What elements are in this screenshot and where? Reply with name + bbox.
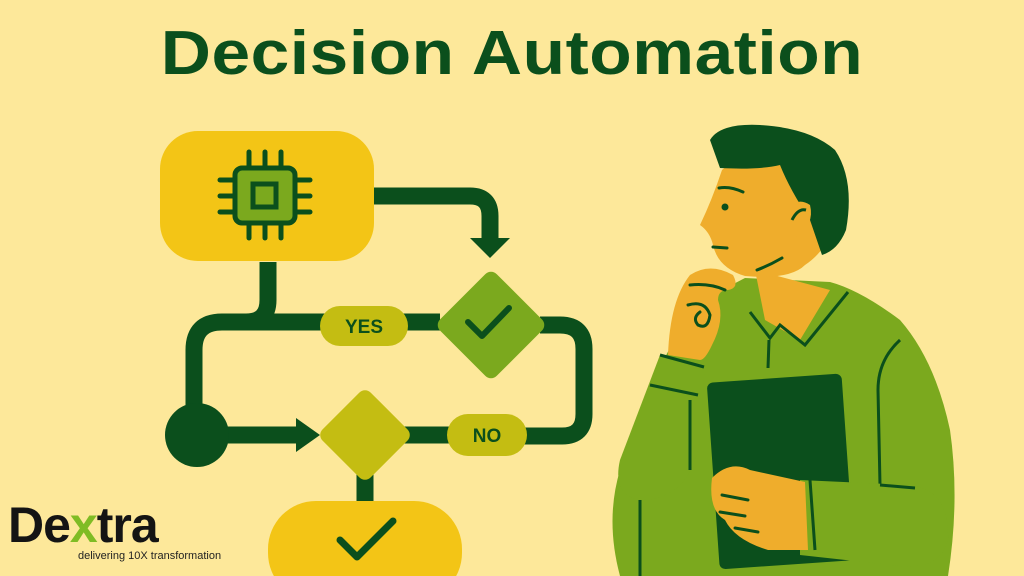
yes-pill: YES xyxy=(320,306,408,346)
logo-wordmark: Dextra xyxy=(8,500,221,550)
decision-node xyxy=(320,390,410,480)
connector-start-down xyxy=(232,262,277,331)
chip-icon xyxy=(217,149,313,241)
logo-word-prefix: De xyxy=(8,497,71,553)
logo-word-suffix: tra xyxy=(96,497,159,553)
no-pill: NO xyxy=(447,414,527,456)
connector-right-loop xyxy=(510,316,593,445)
start-node xyxy=(160,131,374,261)
end-node xyxy=(268,501,462,576)
logo-tagline: delivering 10X transformation xyxy=(78,550,222,562)
decision-node-yes xyxy=(437,271,545,379)
connector-left-loop xyxy=(185,313,240,410)
hair xyxy=(710,124,849,255)
thinking-person-illustration xyxy=(612,124,955,576)
right-sleeve xyxy=(800,480,949,567)
neck xyxy=(755,270,830,340)
hand-on-chin xyxy=(668,268,736,360)
checkmark-icon xyxy=(465,305,512,339)
connector-start-to-yes-diamond xyxy=(370,187,499,240)
yes-label: YES xyxy=(345,317,383,338)
dextra-logo: Dextra delivering 10X transformation xyxy=(8,500,221,562)
checkmark-icon xyxy=(336,517,397,561)
arrowhead-down xyxy=(470,238,510,258)
start-circle xyxy=(165,403,229,467)
page-title: Decision Automation xyxy=(160,19,864,88)
arrowhead-right xyxy=(296,418,320,452)
logo-word-x: x xyxy=(69,497,98,553)
no-label: NO xyxy=(473,426,502,447)
